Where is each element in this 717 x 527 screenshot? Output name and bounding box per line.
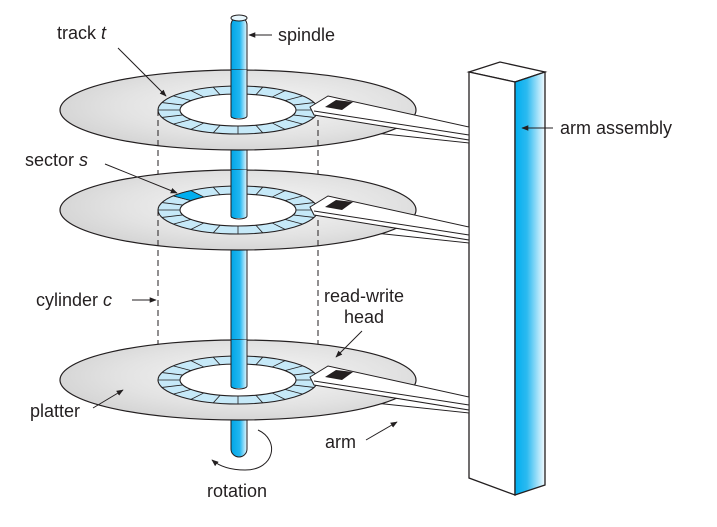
rotation-arrow — [211, 429, 273, 471]
sector-divider — [161, 372, 183, 376]
sector-divider — [161, 114, 183, 118]
sector-divider — [173, 389, 192, 395]
sector-divider — [190, 222, 205, 230]
sector-divider — [173, 95, 192, 101]
sector-divider — [293, 214, 315, 218]
sector-divider — [284, 195, 303, 201]
platter-arrow — [92, 389, 124, 409]
read-write-label-line1: read-write — [324, 286, 404, 306]
sector-divider — [284, 95, 303, 101]
spindle-segment — [231, 70, 247, 118]
platter-group-2 — [59, 169, 470, 380]
spindle-top — [230, 14, 248, 22]
arm-assembly-label: arm assembly — [560, 118, 672, 138]
sector-label: sector s — [25, 150, 88, 170]
sector-divider — [271, 90, 286, 98]
sector-divider — [212, 86, 221, 96]
labels: track t spindle sector s arm assembly cy… — [25, 23, 672, 501]
platter-group-3 — [59, 339, 470, 421]
sector-divider — [212, 394, 221, 404]
sector-divider — [190, 392, 205, 400]
sector-divider — [293, 114, 315, 118]
platter-label: platter — [30, 401, 80, 421]
spindle-segment — [231, 170, 247, 218]
sector-divider — [173, 219, 192, 225]
sector-divider — [271, 222, 286, 230]
sector-divider — [271, 190, 286, 198]
sector-divider — [284, 389, 303, 395]
sector-divider — [190, 122, 205, 130]
sector-divider — [255, 86, 264, 96]
sector-divider — [284, 219, 303, 225]
sector-divider — [212, 224, 221, 234]
sector-divider — [293, 384, 315, 388]
sector-divider — [255, 224, 264, 234]
sector-divider — [284, 365, 303, 371]
sector-divider — [161, 102, 183, 106]
track-arrow — [117, 47, 167, 97]
sector-divider — [255, 124, 264, 134]
read-write-arrow — [335, 330, 363, 358]
read-write-label-line2: head — [344, 307, 384, 327]
sector-divider — [161, 214, 183, 218]
sector-divider — [212, 186, 221, 196]
read-write-head — [325, 100, 353, 110]
spindle-outline — [230, 70, 248, 120]
sector-divider — [212, 356, 221, 366]
sector-divider — [173, 365, 192, 371]
sector-divider — [271, 122, 286, 130]
arm-edge — [313, 210, 470, 236]
sector-divider — [255, 186, 264, 196]
sector-arrow — [104, 163, 178, 194]
sector-divider — [271, 360, 286, 368]
sector-divider — [293, 372, 315, 376]
spindle-segment — [231, 340, 247, 388]
sector-divider — [255, 356, 264, 366]
spindle-outline — [230, 170, 248, 220]
sector-divider — [293, 102, 315, 106]
sector-divider — [190, 90, 205, 98]
spindle-outline — [230, 340, 248, 390]
track-label: track t — [57, 23, 107, 43]
arm-edge — [313, 110, 470, 136]
spindle-label: spindle — [278, 25, 335, 45]
sector-divider — [255, 394, 264, 404]
sector-divider — [190, 360, 205, 368]
sector-divider — [161, 384, 183, 388]
platter-group-1 — [59, 69, 470, 210]
arm-edge — [313, 380, 470, 406]
arm-arrow — [365, 421, 398, 441]
read-write-head — [325, 200, 353, 210]
sector-divider — [284, 119, 303, 125]
read-write-head — [325, 370, 353, 380]
rotation-label: rotation — [207, 481, 267, 501]
cylinder-label: cylinder c — [36, 290, 112, 310]
sector-divider — [173, 119, 192, 125]
sector-divider — [271, 392, 286, 400]
sector-divider — [293, 202, 315, 206]
arm-assembly — [466, 61, 548, 496]
sector-divider — [161, 202, 183, 206]
arm-label: arm — [325, 432, 356, 452]
sector-divider — [212, 124, 221, 134]
